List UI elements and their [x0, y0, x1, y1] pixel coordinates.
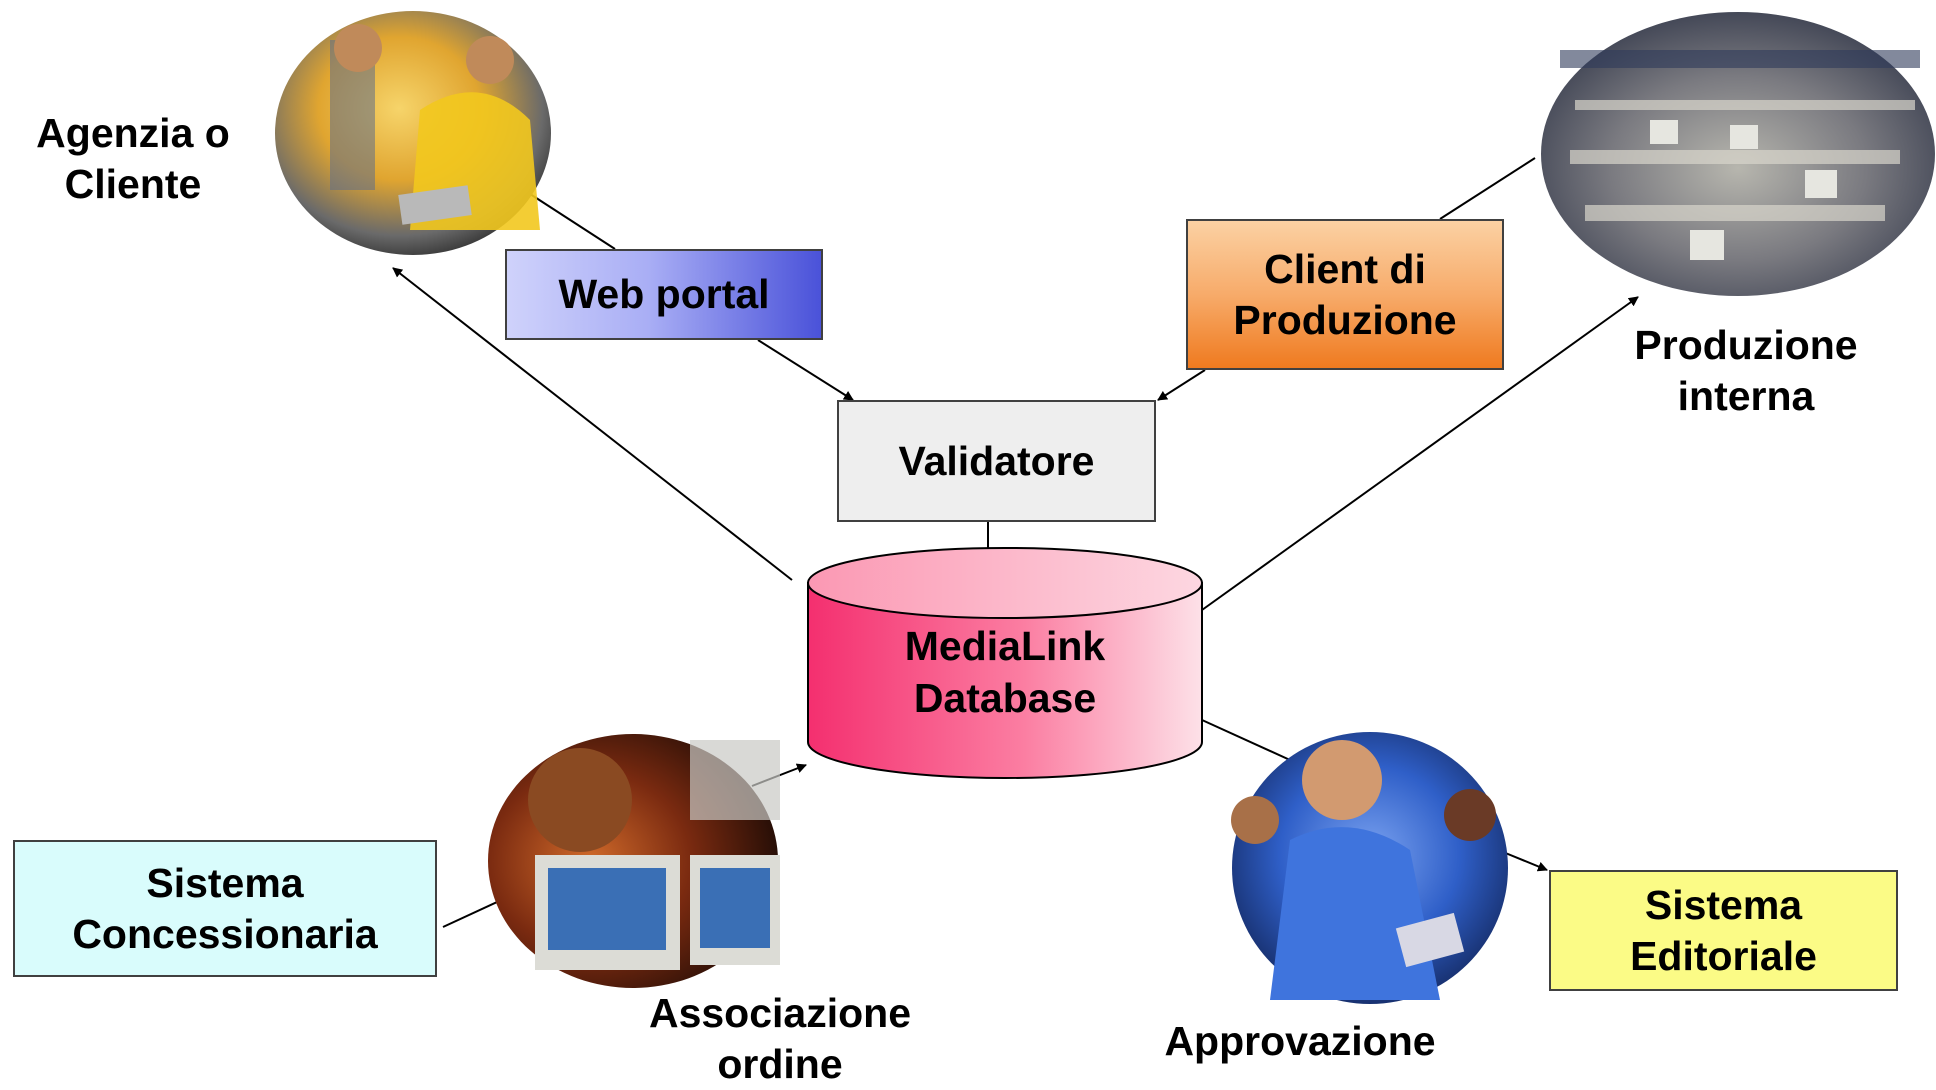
label-associazione-line2: ordine	[717, 1041, 843, 1087]
connector-produzione-to-client	[1439, 157, 1536, 220]
client-produzione-line2: Produzione	[1233, 296, 1457, 343]
photo-produzione-interna	[1541, 12, 1935, 296]
client-produzione-box: Client di Produzione	[1186, 219, 1504, 370]
database-line2: Database	[913, 675, 1097, 721]
sistema-editoriale-box: Sistema Editoriale	[1549, 870, 1898, 991]
database-line1: MediaLink	[904, 623, 1106, 669]
photo-associazione-ordine	[488, 734, 780, 988]
label-agenzia-cliente: Agenzia o Cliente	[18, 108, 248, 210]
web-portal-label: Web portal	[558, 271, 770, 317]
sistema-concessionaria-box: Sistema Concessionaria	[13, 840, 437, 977]
label-agenzia-line1: Agenzia o	[36, 110, 230, 156]
validatore-box: Validatore	[837, 400, 1156, 522]
label-produzione-line1: Produzione	[1634, 322, 1858, 368]
photo-approvazione	[1231, 732, 1508, 1004]
connector-client-to-validatore	[1157, 369, 1206, 401]
connector-db-to-agenzia	[392, 267, 793, 581]
sistema-editoriale-line1: Sistema	[1644, 881, 1803, 928]
label-produzione-interna: Produzione interna	[1618, 320, 1874, 422]
label-produzione-line2: interna	[1677, 373, 1815, 419]
label-approvazione-text: Approvazione	[1164, 1018, 1436, 1064]
connector-db-to-approvazione	[1201, 719, 1291, 761]
client-produzione-line1: Client di	[1264, 245, 1426, 292]
database-cylinder	[807, 547, 1203, 779]
validatore-label: Validatore	[898, 437, 1095, 484]
label-approvazione: Approvazione	[1150, 1016, 1450, 1067]
label-associazione-line1: Associazione	[648, 990, 912, 1036]
sistema-concessionaria-line1: Sistema	[146, 859, 304, 906]
label-associazione-ordine: Associazione ordine	[620, 988, 940, 1090]
sistema-concessionaria-line2: Concessionaria	[72, 910, 378, 957]
connector-approvazione-to-editoriale	[1502, 851, 1548, 872]
database-label: MediaLink Database	[808, 620, 1202, 724]
connector-webportal-to-validatore	[757, 339, 854, 401]
sistema-editoriale-line2: Editoriale	[1630, 932, 1817, 979]
label-agenzia-line2: Cliente	[64, 161, 202, 207]
connector-agenzia-to-webportal	[526, 191, 616, 250]
photo-agenzia-cliente	[275, 11, 551, 255]
web-portal-box: Web portal	[505, 249, 823, 340]
connector-db-to-produzione	[1201, 296, 1639, 611]
